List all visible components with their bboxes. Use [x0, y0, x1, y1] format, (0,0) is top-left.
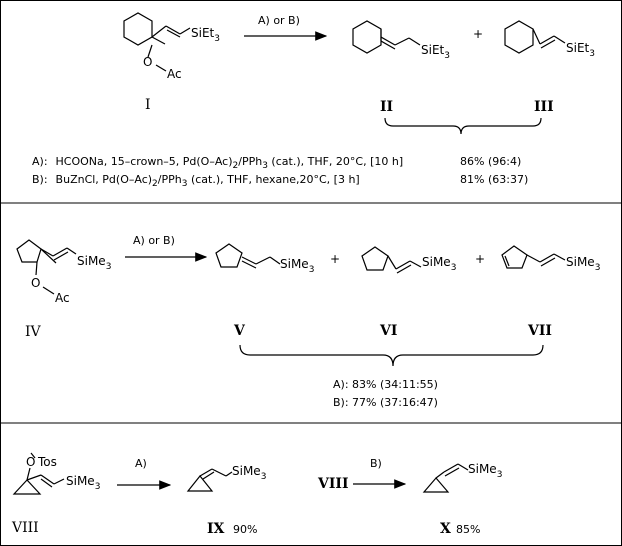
- plus-sign-3: +: [475, 252, 485, 266]
- compound-VII-substituent: SiMe3: [566, 255, 600, 273]
- compound-IV-acyl: Ac: [55, 291, 70, 305]
- compound-IV-substituent: SiMe3: [77, 254, 111, 272]
- compound-VIII-substituent: SiMe3: [66, 474, 100, 492]
- compound-III-structure: [504, 20, 566, 54]
- compound-I-acyl: Ac: [167, 67, 182, 81]
- compound-VII-structure: [501, 245, 566, 269]
- compound-I-substituent: SiEt3: [191, 26, 220, 44]
- condition-B-yield: 81% (63:37): [460, 173, 528, 186]
- plus-sign-1: +: [473, 27, 483, 41]
- compound-VI-substituent: SiMe3: [422, 255, 456, 273]
- compound-IV-label: IV: [25, 324, 42, 340]
- compound-X-label: X: [440, 521, 451, 537]
- compound-IX-structure: [186, 468, 233, 492]
- arrow-1-label: A) or B): [258, 14, 300, 27]
- compound-V-substituent: SiMe3: [280, 257, 314, 275]
- condition-B: B):BuZnCl, Pd(O–Ac)2/PPh3 (cat.), THF, h…: [32, 173, 360, 189]
- arrow-2-label: A) or B): [133, 234, 175, 247]
- brace-1: [384, 117, 542, 135]
- compound-IX-substituent: SiMe3: [232, 464, 266, 482]
- arrow-4-label: B): [370, 457, 382, 470]
- plus-sign-2: +: [330, 252, 340, 266]
- compound-VIII-structure: [12, 467, 65, 495]
- compound-II-substituent: SiEt3: [421, 43, 450, 61]
- compound-IV-oxygen: O: [31, 276, 40, 290]
- compound-VII-label: VII: [527, 323, 552, 339]
- arrow-4-start-label: VIII: [317, 476, 349, 492]
- compound-VIII-oxygen: O: [26, 455, 35, 469]
- arrow-3-label: A): [135, 457, 147, 470]
- compound-IV-structure: [16, 239, 77, 295]
- compound-VIII-leaving-group: Tos: [37, 455, 57, 469]
- compound-IX-yield: 90%: [233, 523, 257, 536]
- compound-IX-label: IX: [207, 521, 225, 537]
- compound-III-label: III: [534, 99, 554, 115]
- compound-V-structure: [215, 243, 281, 269]
- compound-V-label: V: [233, 323, 246, 339]
- condition-A-yield: 86% (96:4): [460, 155, 521, 168]
- compound-X-structure: [422, 463, 469, 493]
- block2-yield-B: B): 77% (37:16:47): [333, 396, 438, 409]
- compound-I-oxygen: O: [143, 55, 152, 69]
- compound-VI-label: VI: [379, 323, 397, 339]
- compound-II-structure: [352, 20, 421, 54]
- compound-VIII-label: VIII: [11, 520, 39, 536]
- compound-X-yield: 85%: [456, 523, 480, 536]
- tos-bond: [30, 452, 36, 459]
- compound-VI-structure: [361, 246, 422, 274]
- block2-yield-A: A): 83% (34:11:55): [333, 378, 438, 391]
- brace-2: [239, 344, 544, 367]
- compound-III-substituent: SiEt3: [566, 41, 595, 59]
- compound-I-structure: [123, 12, 191, 72]
- condition-A: A):HCOONa, 15–crown–5, Pd(O–Ac)2/PPh3 (c…: [32, 155, 403, 171]
- compound-II-label: II: [380, 99, 393, 115]
- compound-I-label: I: [145, 97, 151, 113]
- compound-X-substituent: SiMe3: [468, 462, 502, 480]
